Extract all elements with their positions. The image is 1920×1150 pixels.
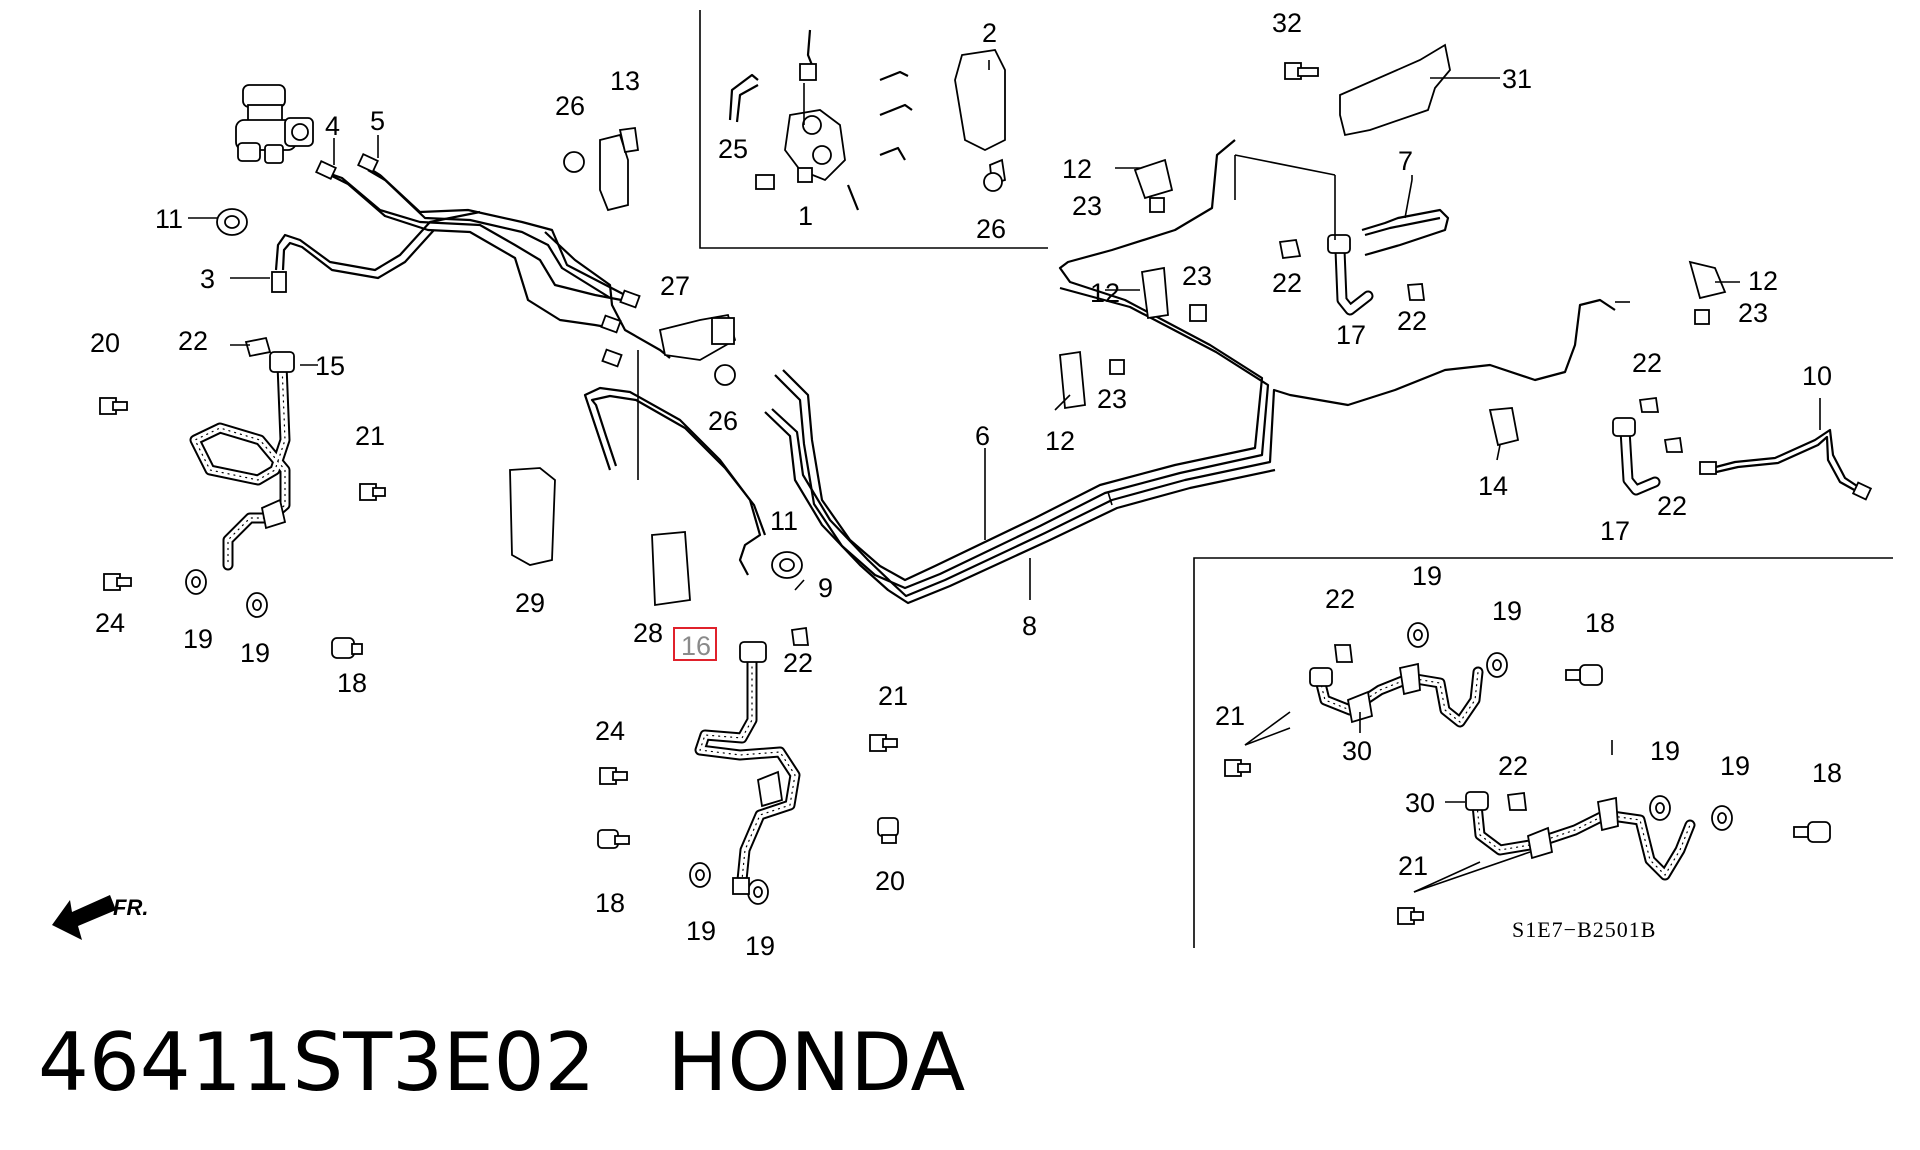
callout-24b: 24 xyxy=(595,716,625,746)
callout-12b: 12 xyxy=(1090,278,1120,308)
callout-26b: 26 xyxy=(708,406,738,436)
part-caption: 46411ST3E02 HONDA xyxy=(38,1018,965,1108)
inset-frame-hoses xyxy=(1193,557,1893,948)
callout-5: 5 xyxy=(370,106,385,136)
callout-12a: 12 xyxy=(1062,154,1092,184)
callout-8: 8 xyxy=(1022,611,1037,641)
callout-19g: 19 xyxy=(1650,736,1680,766)
callout-7: 7 xyxy=(1398,146,1413,176)
pipe-9 xyxy=(583,386,762,576)
callout-23a: 23 xyxy=(1072,191,1102,221)
callout-19d: 19 xyxy=(745,931,775,961)
callout-22a: 22 xyxy=(178,326,208,356)
callout-19f: 19 xyxy=(1492,596,1522,626)
callout-labels: 1 2 3 4 5 6 7 8 9 10 11 11 12 12 12 12 1… xyxy=(90,8,1842,961)
callout-19h: 19 xyxy=(1720,751,1750,781)
callout-19e: 19 xyxy=(1412,561,1442,591)
callout-3: 3 xyxy=(200,264,215,294)
callout-22b: 22 xyxy=(1272,268,1302,298)
rear-short-pipes xyxy=(1361,208,1873,501)
callout-19b: 19 xyxy=(240,638,270,668)
leader-lines xyxy=(188,60,1821,893)
callout-12c: 12 xyxy=(1045,426,1075,456)
callout-1: 1 xyxy=(798,201,813,231)
callout-20a: 20 xyxy=(90,328,120,358)
callout-29: 29 xyxy=(515,588,545,618)
callout-18d: 18 xyxy=(1812,758,1842,788)
callout-22e: 22 xyxy=(1657,491,1687,521)
callout-23d: 23 xyxy=(1738,298,1768,328)
callout-18a: 18 xyxy=(337,668,367,698)
callout-20b: 20 xyxy=(875,866,905,896)
heat-shield-31 xyxy=(1339,43,1451,137)
callout-23b: 23 xyxy=(1182,261,1212,291)
callout-12d: 12 xyxy=(1748,266,1778,296)
callout-28: 28 xyxy=(633,618,663,648)
callout-22f: 22 xyxy=(783,648,813,678)
callout-26c: 26 xyxy=(976,214,1006,244)
callout-30a: 30 xyxy=(1342,736,1372,766)
highlight-box xyxy=(673,627,717,661)
callout-21c: 21 xyxy=(1215,701,1245,731)
callout-17b: 17 xyxy=(1600,516,1630,546)
callout-19a: 19 xyxy=(183,624,213,654)
main-brake-pipes xyxy=(764,139,1616,605)
callout-11a: 11 xyxy=(155,204,183,234)
callout-27: 27 xyxy=(660,271,690,301)
callout-17a: 17 xyxy=(1336,320,1366,350)
callout-11b: 11 xyxy=(770,506,798,536)
callout-25: 25 xyxy=(718,134,748,164)
part-number: 46411ST3E02 xyxy=(38,1016,596,1109)
callout-21a: 21 xyxy=(355,421,385,451)
front-marker-label: FR. xyxy=(113,895,148,920)
pipe-fittings xyxy=(271,152,641,368)
callout-18c: 18 xyxy=(1585,608,1615,638)
callout-6: 6 xyxy=(975,421,990,451)
callout-10: 10 xyxy=(1802,361,1832,391)
callout-26a: 26 xyxy=(555,91,585,121)
callout-30b: 30 xyxy=(1405,788,1435,818)
master-cylinder xyxy=(235,84,314,164)
callout-22h: 22 xyxy=(1498,751,1528,781)
callout-21b: 21 xyxy=(878,681,908,711)
callout-21d: 21 xyxy=(1398,851,1428,881)
callout-16-highlighted: 16 xyxy=(681,631,711,661)
inset-frame-valve xyxy=(699,10,1048,249)
callout-15: 15 xyxy=(315,351,345,381)
callout-22c: 22 xyxy=(1397,306,1427,336)
callout-18b: 18 xyxy=(595,888,625,918)
callout-4: 4 xyxy=(325,111,340,141)
callout-23c: 23 xyxy=(1097,384,1127,414)
callout-14: 14 xyxy=(1478,471,1508,501)
bolt-32 xyxy=(1284,62,1319,80)
front-arrow-icon: FR. xyxy=(52,895,148,940)
callout-22d: 22 xyxy=(1632,348,1662,378)
callout-13: 13 xyxy=(610,66,640,96)
drawing-reference-code: S1E7−B2501B xyxy=(1512,917,1656,942)
callout-2: 2 xyxy=(982,18,997,48)
callout-19c: 19 xyxy=(686,916,716,946)
callout-31: 31 xyxy=(1502,64,1532,94)
callout-24a: 24 xyxy=(95,608,125,638)
proportioning-valve xyxy=(728,29,1007,211)
callout-9: 9 xyxy=(818,573,833,603)
small-parts xyxy=(99,126,1831,925)
callout-32: 32 xyxy=(1272,8,1302,38)
brake-hoses xyxy=(189,234,1696,895)
front-brake-pipes xyxy=(274,164,671,359)
callout-22g: 22 xyxy=(1325,584,1355,614)
brand-name: HONDA xyxy=(667,1016,966,1109)
